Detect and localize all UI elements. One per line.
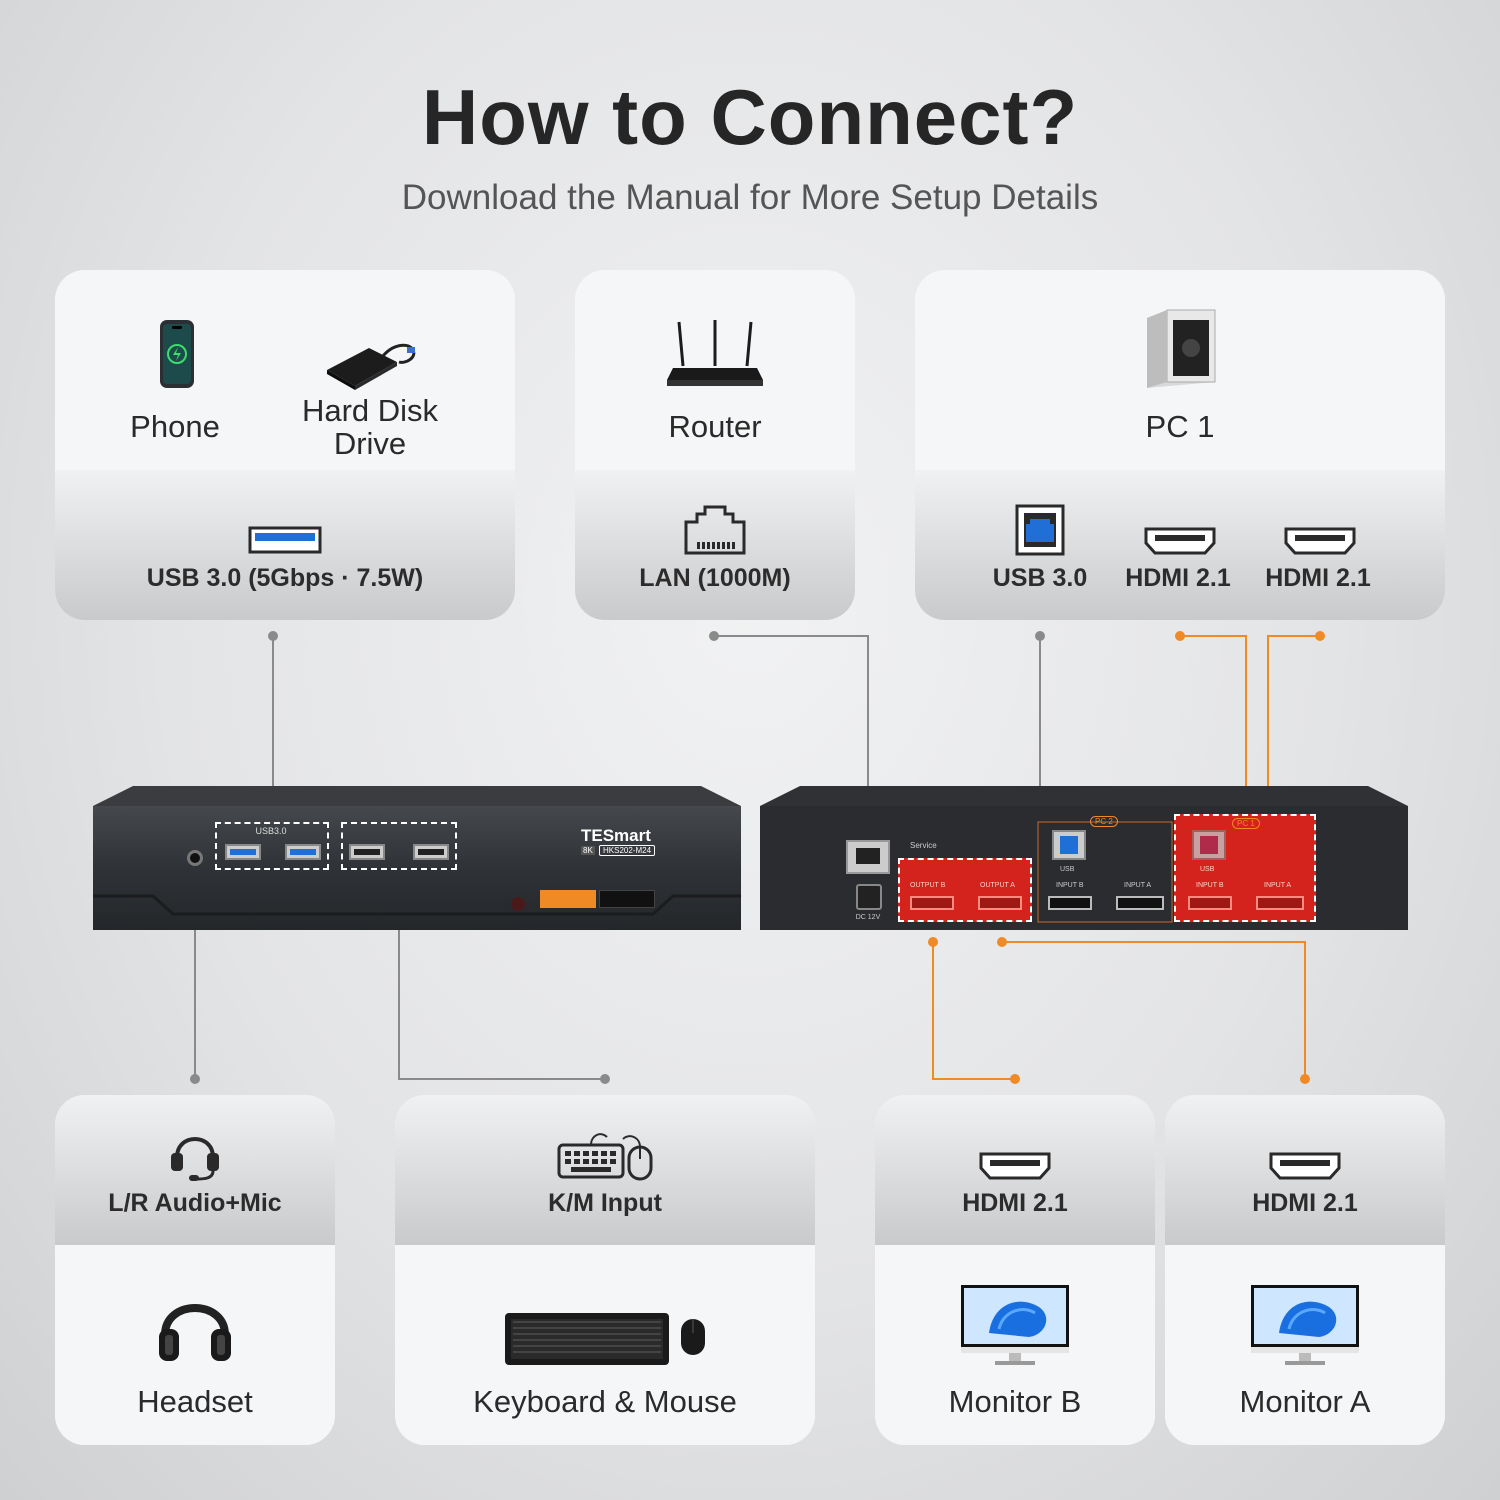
km-connector-line — [398, 884, 605, 1080]
monitor-a-label: Monitor A — [1239, 1384, 1371, 1419]
kvm-front-panel: USB3.0 TESmart 8K HKS202-M24 — [93, 786, 741, 930]
page-subtitle: Download the Manual for More Setup Detai… — [401, 178, 1099, 217]
ethernet-port-icon — [684, 505, 746, 555]
pc1-usb-port-label: USB 3.0 — [992, 564, 1088, 592]
monitor-a-connector-line — [1002, 941, 1306, 1079]
keyboard-and-mouse-icon — [505, 1313, 705, 1365]
pc2-input-b-label: INPUT B — [1056, 882, 1084, 889]
keyboard-usb-port — [349, 844, 385, 860]
pc2-input-a-label: INPUT A — [1124, 882, 1152, 889]
dc-label: DC 12V — [855, 914, 881, 921]
hdmi-output-b-port — [910, 896, 954, 910]
phone-icon — [160, 320, 194, 388]
front-usb-port — [285, 844, 321, 860]
monitor-b-port-label: HDMI 2.1 — [962, 1189, 1068, 1217]
km-card: K/M Input Keyboard & Mouse — [395, 1095, 815, 1445]
pc2-usb-label: USB — [1060, 866, 1075, 873]
output-ports-highlight — [898, 858, 1032, 922]
audio-port-label: L/R Audio+Mic — [108, 1189, 282, 1217]
hdmi-port-icon — [1284, 527, 1356, 555]
monitor-a-card: HDMI 2.1 Monitor A — [1165, 1095, 1445, 1445]
lan-connector-line — [714, 635, 869, 795]
headset-label: Headset — [137, 1384, 253, 1419]
usb-port-label: USB 3.0 (5Gbps · 7.5W) — [146, 564, 424, 592]
lan-card: Router LAN (1000M) — [575, 270, 855, 620]
km-port-group — [341, 822, 457, 870]
pc-usb-connector-line — [1039, 636, 1224, 796]
page-title: How to Connect? — [421, 73, 1079, 161]
pc1-hdmi-a-port-label: HDMI 2.1 — [1265, 564, 1371, 592]
kvm-rear-panel: DC 12V Service OUTPUT B OUTPUT A PC 2 US… — [760, 786, 1408, 930]
usb-port-group — [215, 822, 329, 870]
output-b-label: OUTPUT B — [910, 882, 946, 889]
hard-disk-drive-label: Hard Disk Drive — [301, 393, 439, 461]
ir-sensor — [511, 897, 525, 911]
power-button — [599, 890, 655, 908]
service-label: Service — [910, 841, 937, 850]
pc2-hdmi-input-b-port — [1048, 896, 1092, 910]
hdmi-in-b-connector-line — [1180, 635, 1247, 795]
pc1-port-label: PC 1 — [1232, 818, 1260, 829]
router-icon — [667, 320, 763, 386]
pc1-input-a-label: INPUT A — [1264, 882, 1292, 889]
hdmi-port-icon — [1269, 1152, 1341, 1180]
usb-devices-card: Phone Hard Disk Drive USB 3.0 (5Gbps · 7… — [55, 270, 515, 620]
front-usb-port — [225, 844, 261, 860]
monitor-icon — [1251, 1285, 1359, 1365]
monitor-a-port-label: HDMI 2.1 — [1252, 1189, 1358, 1217]
keyboard-mouse-input-icon — [557, 1133, 653, 1181]
usb-group-label: USB3.0 — [255, 826, 287, 836]
audio-card: L/R Audio+Mic Headset — [55, 1095, 335, 1445]
brand-logo: TESmart — [581, 826, 651, 845]
pc2-label: PC 2 — [1090, 816, 1118, 827]
dc-power-jack — [856, 884, 882, 910]
phone-label: Phone — [130, 409, 220, 444]
monitor-b-label: Monitor B — [948, 1384, 1082, 1419]
router-label: Router — [668, 409, 762, 444]
resolution-badge: 8K — [581, 846, 595, 855]
monitor-b-card: HDMI 2.1 Monitor B — [875, 1095, 1155, 1445]
km-port-label: K/M Input — [548, 1189, 662, 1217]
lan-port-label: LAN (1000M) — [639, 564, 791, 592]
mouse-usb-port — [413, 844, 449, 860]
monitor-icon — [961, 1285, 1069, 1365]
hdmi-in-a-connector-line — [1267, 635, 1320, 795]
rear-lan-port — [846, 840, 890, 874]
pc-tower-icon — [1147, 309, 1216, 388]
pc1-hdmi-b-port-label: HDMI 2.1 — [1125, 564, 1231, 592]
switch-button — [540, 890, 596, 908]
pc1-card: PC 1 USB 3.0 HDMI 2.1 HDMI 2.1 — [915, 270, 1445, 620]
hard-disk-drive-icon — [327, 343, 416, 390]
pc1-input-b-label: INPUT B — [1196, 882, 1224, 889]
output-a-label: OUTPUT A — [980, 882, 1015, 889]
monitor-b-connector-line — [932, 942, 1015, 1080]
pc1-label: PC 1 — [1145, 409, 1215, 444]
hdmi-port-icon — [1144, 527, 1216, 555]
model-label: HKS202-M24 — [599, 845, 656, 856]
headset-icon — [159, 1304, 231, 1361]
pc1-usb-b-port — [1192, 830, 1226, 860]
usb-a-port-icon — [248, 526, 322, 554]
keyboard-mouse-label: Keyboard & Mouse — [473, 1384, 737, 1419]
hdmi-port-icon — [979, 1152, 1051, 1180]
usb-b-port-icon — [1015, 504, 1065, 556]
pc1-usb-label: USB — [1200, 866, 1215, 873]
pc1-hdmi-input-a-port — [1256, 896, 1304, 910]
pc2-usb-b-port — [1052, 830, 1086, 860]
pc2-hdmi-input-a-port — [1116, 896, 1164, 910]
pc1-hdmi-input-b-port — [1188, 896, 1232, 910]
hdmi-output-a-port — [978, 896, 1022, 910]
headset-mic-icon — [171, 1137, 219, 1181]
audio-jack — [187, 850, 203, 866]
